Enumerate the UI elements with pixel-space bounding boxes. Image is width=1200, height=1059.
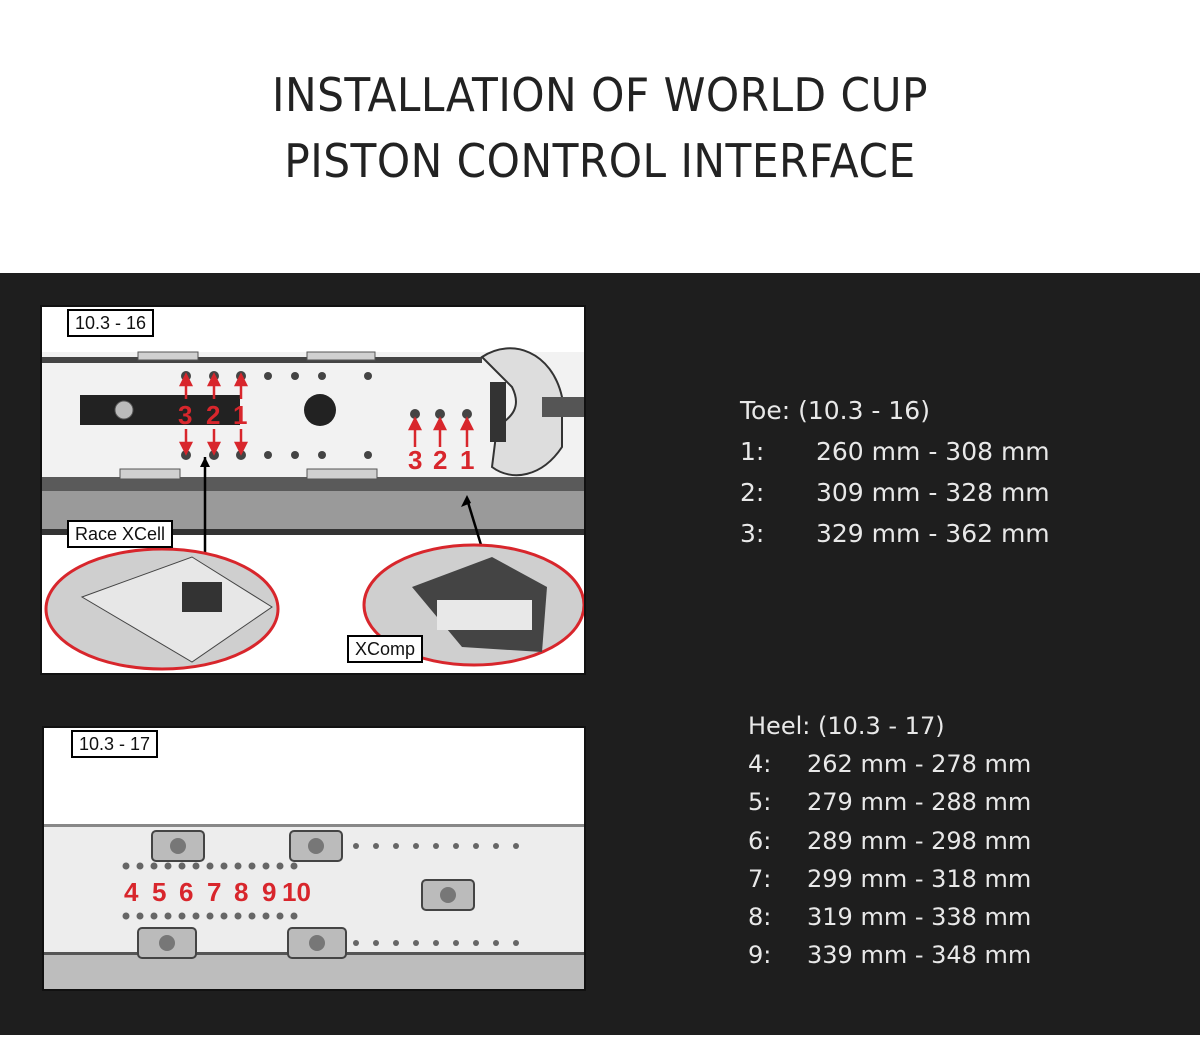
heel-number-9: 9 bbox=[262, 877, 276, 907]
heel-row-key: 6: bbox=[748, 826, 772, 855]
toe-row-value: 329 mm - 362 mm bbox=[816, 519, 1050, 548]
toe-spec-list: Toe: (10.3 - 16) 1: 260 mm - 308 mm 2: 3… bbox=[740, 390, 1050, 554]
toe-row-3: 3: 329 mm - 362 mm bbox=[740, 513, 1050, 554]
heel-number-7: 7 bbox=[207, 877, 221, 907]
xcomp-label: XComp bbox=[347, 635, 424, 663]
title-line-1: INSTALLATION OF WORLD CUP bbox=[272, 68, 928, 122]
toe-row-1: 1: 260 mm - 308 mm bbox=[740, 431, 1050, 472]
toe-right-number-1: 1 bbox=[460, 445, 474, 475]
heel-row-key: 9: bbox=[748, 941, 772, 970]
heel-number-8: 8 bbox=[234, 877, 248, 907]
race-xcell-label: Race XCell bbox=[67, 520, 174, 548]
heel-figure-tag: 10.3 - 17 bbox=[71, 730, 159, 758]
toe-row-key: 3: bbox=[740, 519, 765, 548]
page-title: INSTALLATION OF WORLD CUP PISTON CONTROL… bbox=[48, 62, 1152, 194]
heel-row-5: 5: 279 mm - 288 mm bbox=[748, 783, 1031, 821]
heel-installation-figure: 4 5 6 7 8 9 10 10.3 - 17 bbox=[42, 726, 586, 991]
heel-spec-list: Heel: (10.3 - 17) 4: 262 mm - 278 mm 5: … bbox=[748, 707, 1031, 974]
heel-row-key: 4: bbox=[748, 750, 772, 779]
toe-row-value: 260 mm - 308 mm bbox=[816, 437, 1050, 466]
heel-row-key: 7: bbox=[748, 864, 772, 893]
heel-row-key: 8: bbox=[748, 902, 772, 931]
heel-diagram: 4 5 6 7 8 9 10 bbox=[44, 824, 584, 989]
toe-installation-figure: 3 2 1 3 2 1 10.3 - 16 Race XCell XComp bbox=[40, 305, 586, 675]
heel-number-4: 4 bbox=[124, 877, 139, 907]
heel-row-value: 279 mm - 288 mm bbox=[807, 788, 1032, 817]
toe-left-number-3: 3 bbox=[178, 400, 192, 430]
heel-row-9: 9: 339 mm - 348 mm bbox=[748, 936, 1031, 974]
toe-row-key: 1: bbox=[740, 437, 765, 466]
toe-left-number-1: 1 bbox=[233, 400, 247, 430]
heel-row-7: 7: 299 mm - 318 mm bbox=[748, 860, 1031, 898]
toe-row-key: 2: bbox=[740, 478, 765, 507]
heel-row-4: 4: 262 mm - 278 mm bbox=[748, 745, 1031, 783]
toe-diagram: 3 2 1 3 2 1 bbox=[42, 347, 584, 671]
heel-number-6: 6 bbox=[179, 877, 193, 907]
toe-hole-row-bottom bbox=[181, 450, 372, 460]
toe-row-value: 309 mm - 328 mm bbox=[816, 478, 1050, 507]
toe-heading: Toe: (10.3 - 16) bbox=[740, 396, 930, 425]
toe-right-number-3: 3 bbox=[408, 445, 422, 475]
heel-row-value: 319 mm - 338 mm bbox=[807, 902, 1032, 931]
toe-figure-tag: 10.3 - 16 bbox=[67, 309, 155, 337]
heel-row-value: 299 mm - 318 mm bbox=[807, 864, 1032, 893]
heel-heading: Heel: (10.3 - 17) bbox=[748, 712, 945, 740]
heel-row-value: 262 mm - 278 mm bbox=[807, 750, 1032, 779]
heel-row-value: 289 mm - 298 mm bbox=[807, 826, 1032, 855]
heel-row-value: 339 mm - 348 mm bbox=[807, 941, 1032, 970]
toe-row-2: 2: 309 mm - 328 mm bbox=[740, 472, 1050, 513]
heel-row-key: 5: bbox=[748, 788, 772, 817]
heel-number-10: 10 bbox=[282, 877, 311, 907]
heel-row-6: 6: 289 mm - 298 mm bbox=[748, 822, 1031, 860]
toe-right-number-2: 2 bbox=[433, 445, 447, 475]
heel-row-8: 8: 319 mm - 338 mm bbox=[748, 898, 1031, 936]
toe-left-number-2: 2 bbox=[206, 400, 220, 430]
heel-number-5: 5 bbox=[152, 877, 166, 907]
title-line-2: PISTON CONTROL INTERFACE bbox=[284, 134, 916, 188]
